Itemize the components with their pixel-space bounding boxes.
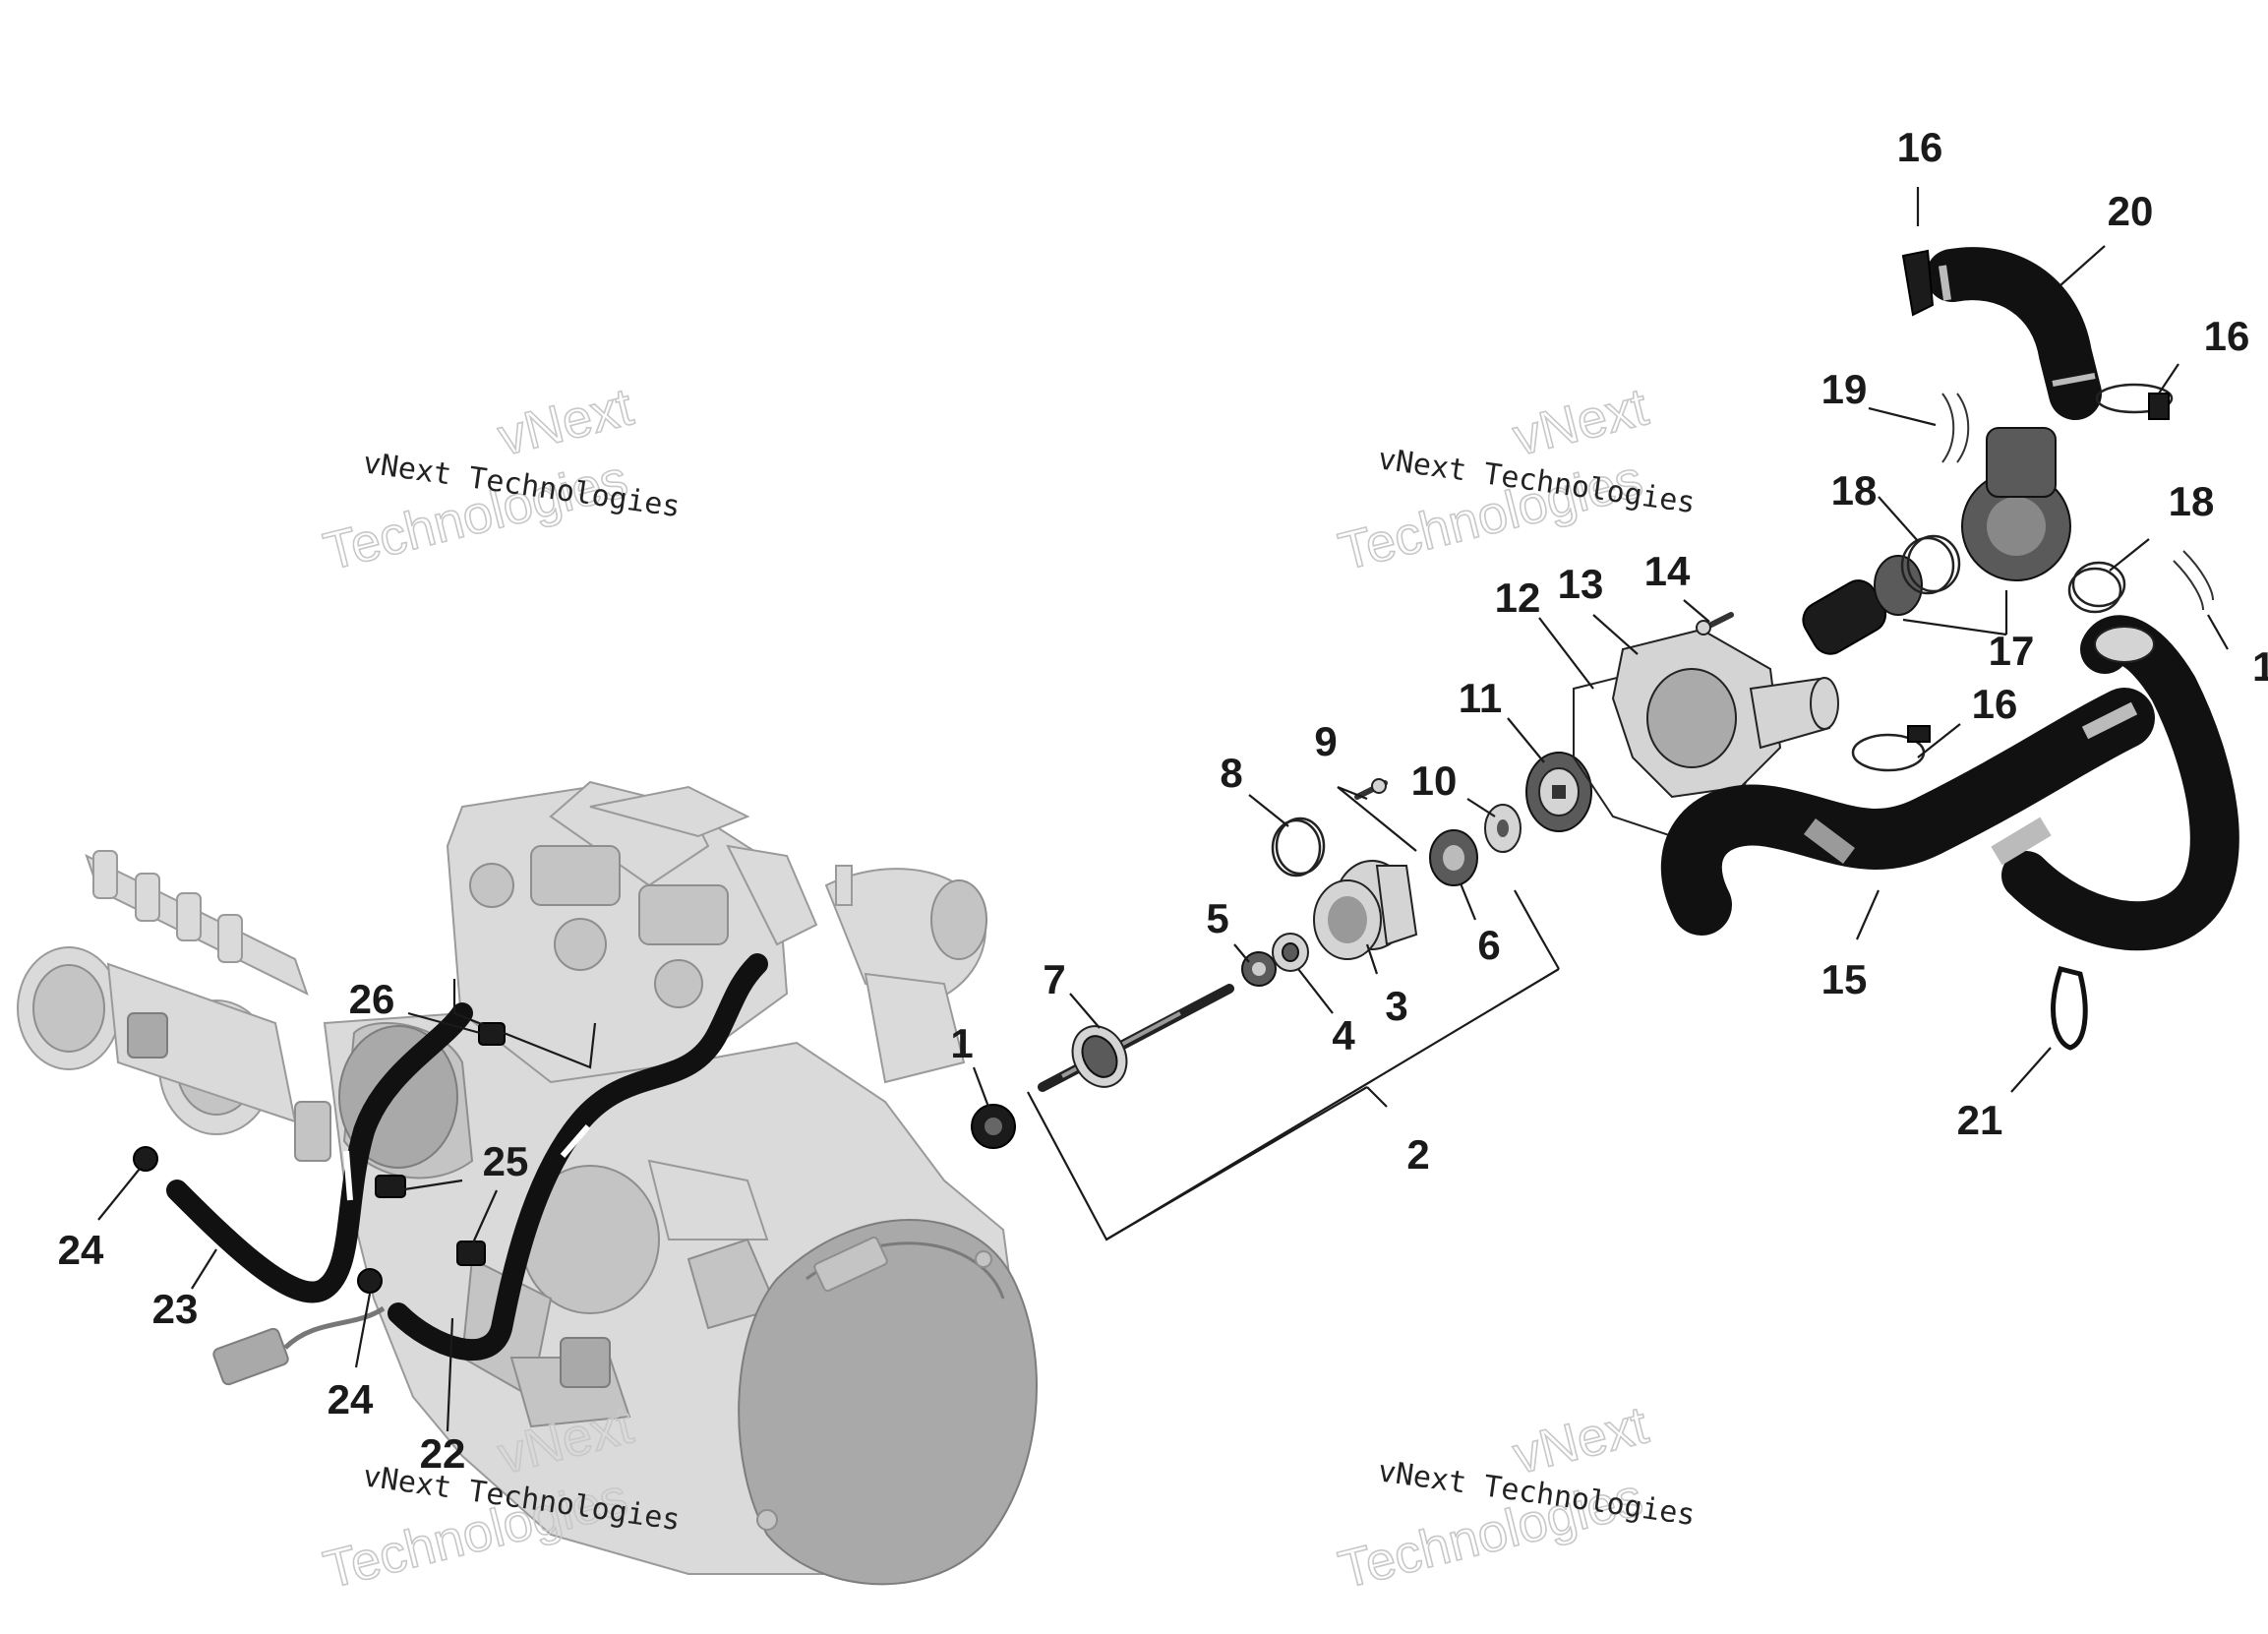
callout-7: 7: [1043, 956, 1065, 1002]
water-pump-parts: [971, 612, 1839, 1149]
leader-lines: [97, 187, 2229, 1432]
callout-4: 4: [1332, 1012, 1355, 1059]
o-ring-part-18: [1900, 536, 1955, 595]
callout-12: 12: [1495, 575, 1541, 621]
magneto-cover: [738, 1219, 1038, 1586]
hose-clamp: [357, 1268, 383, 1294]
hose-clamp-part-16: [1901, 249, 1935, 317]
callout-2: 2: [1406, 1131, 1429, 1178]
o-ring-part-8: [1271, 818, 1322, 878]
hose-sleeve: [456, 1241, 486, 1266]
thermostat-part-17: [1802, 427, 2071, 655]
callout-10: 10: [1411, 757, 1458, 804]
seal-part-6: [1429, 829, 1478, 886]
callout-5: 5: [1206, 895, 1228, 941]
callout-13: 13: [1558, 561, 1604, 607]
coolant-hoses-engine: [133, 953, 768, 1362]
callout-18: 18: [2169, 478, 2215, 524]
wiring-connector: [212, 1305, 386, 1386]
callout-9: 9: [1314, 718, 1337, 764]
callout-22: 22: [420, 1430, 466, 1477]
hose-sleeve: [375, 1175, 406, 1198]
pump-cover-part-13: [1611, 628, 1839, 799]
callout-11: 11: [1459, 675, 1502, 721]
callout-24: 24: [328, 1376, 374, 1422]
callout-24: 24: [58, 1227, 104, 1273]
impeller-part-11: [1525, 752, 1592, 832]
callout-23: 23: [152, 1286, 199, 1332]
callout-21: 21: [1957, 1097, 2003, 1143]
callout-16: 16: [2204, 313, 2250, 359]
callout-labels: 1 2 3 4 5 6 7 8 9 10 11 12 13 14 15 16 1…: [58, 124, 2268, 1477]
clip-part-19: [1941, 393, 1970, 463]
exhaust-manifold: [824, 865, 987, 1084]
bearing-part-4: [1272, 933, 1309, 972]
throttle-body-assembly: [17, 850, 331, 1162]
radiator-hoses: [1660, 247, 2239, 1051]
cylinder-head: [446, 780, 818, 1084]
bearing-part-5: [1241, 951, 1277, 987]
o-ring-part-18: [2067, 567, 2122, 614]
callout-26: 26: [349, 976, 395, 1022]
callout-19: 19: [1821, 366, 1868, 412]
callout-1: 1: [950, 1020, 973, 1066]
strap-part-21: [2051, 966, 2088, 1051]
callout-14: 14: [1644, 548, 1691, 594]
callout-3: 3: [1385, 983, 1407, 1029]
hose-clamp: [133, 1146, 158, 1172]
callout-15: 15: [1821, 956, 1868, 1002]
callout-16: 16: [1897, 124, 1943, 170]
clip-part-19: [2173, 550, 2214, 611]
callout-17: 17: [1989, 628, 2035, 674]
hose-fitting: [478, 1022, 506, 1046]
callout-25: 25: [483, 1138, 529, 1184]
hose-clamp-part-16: [2095, 383, 2174, 414]
seal-part-1: [971, 1104, 1016, 1149]
callout-20: 20: [2108, 188, 2154, 234]
callout-18: 18: [1831, 467, 1878, 514]
pump-shaft-part-7: [1038, 984, 1234, 1092]
callout-6: 6: [1477, 922, 1500, 968]
callout-19: 19: [2252, 643, 2268, 690]
engine-block: [17, 780, 1038, 1586]
pump-housing-part-3: [1313, 860, 1418, 960]
callout-8: 8: [1220, 750, 1242, 796]
callout-16: 16: [1972, 681, 2018, 727]
